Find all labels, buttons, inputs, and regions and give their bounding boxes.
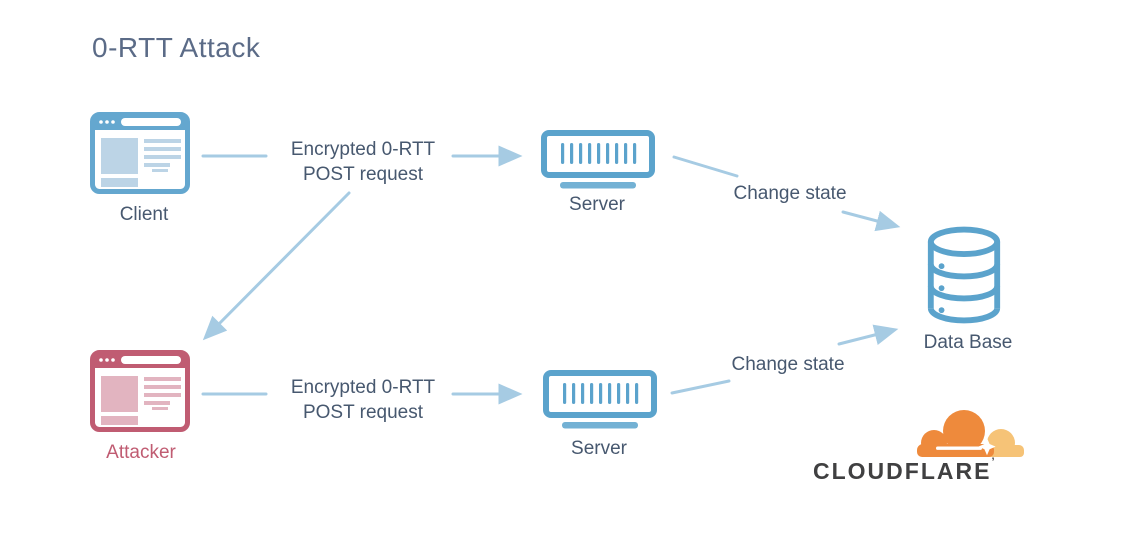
request-label-bottom: Encrypted 0-RTT POST request — [278, 375, 448, 425]
server-bottom-label: Server — [571, 438, 627, 459]
browser-window-icon — [90, 112, 190, 194]
edge-change-state-to-database-bottom — [837, 324, 899, 346]
request-label-bottom-line1: Encrypted 0-RTT — [290, 377, 436, 398]
cloudflare-logo — [912, 403, 1024, 458]
cloudflare-trademark: ’ — [991, 456, 995, 468]
client-node — [90, 112, 190, 194]
database-node — [923, 226, 1005, 324]
change-state-label-bottom: Change state — [731, 354, 845, 375]
edge-change-state-to-database-top — [841, 210, 901, 232]
request-label-bottom-line2: POST request — [302, 402, 424, 424]
server-icon — [541, 130, 655, 189]
client-label: Client — [119, 204, 169, 225]
server-top-node — [540, 129, 656, 191]
attacker-label: Attacker — [106, 442, 176, 463]
edge-server-bottom-to-change-state — [670, 379, 731, 395]
database-icon — [927, 226, 1001, 324]
server-top-label: Server — [569, 194, 625, 215]
server-icon — [543, 370, 657, 429]
request-label-top: Encrypted 0-RTT POST request — [278, 137, 448, 187]
database-label: Data Base — [923, 332, 1013, 353]
request-label-top-line2: POST request — [302, 164, 424, 186]
browser-window-icon — [90, 350, 190, 432]
server-bottom-node — [542, 369, 658, 431]
edge-server-top-to-change-state — [672, 155, 739, 178]
cloudflare-wordmark-text: CLOUDFLARE — [813, 458, 992, 484]
edge-replay-to-attacker — [202, 191, 351, 341]
change-state-label-top: Change state — [733, 183, 847, 204]
attacker-node — [90, 350, 190, 432]
cloudflare-cloud-icon — [916, 410, 1024, 457]
cloudflare-wordmark: CLOUDFLARE’ — [813, 456, 1033, 485]
request-label-top-line1: Encrypted 0-RTT — [290, 139, 436, 160]
page-title: 0-RTT Attack — [92, 32, 261, 63]
